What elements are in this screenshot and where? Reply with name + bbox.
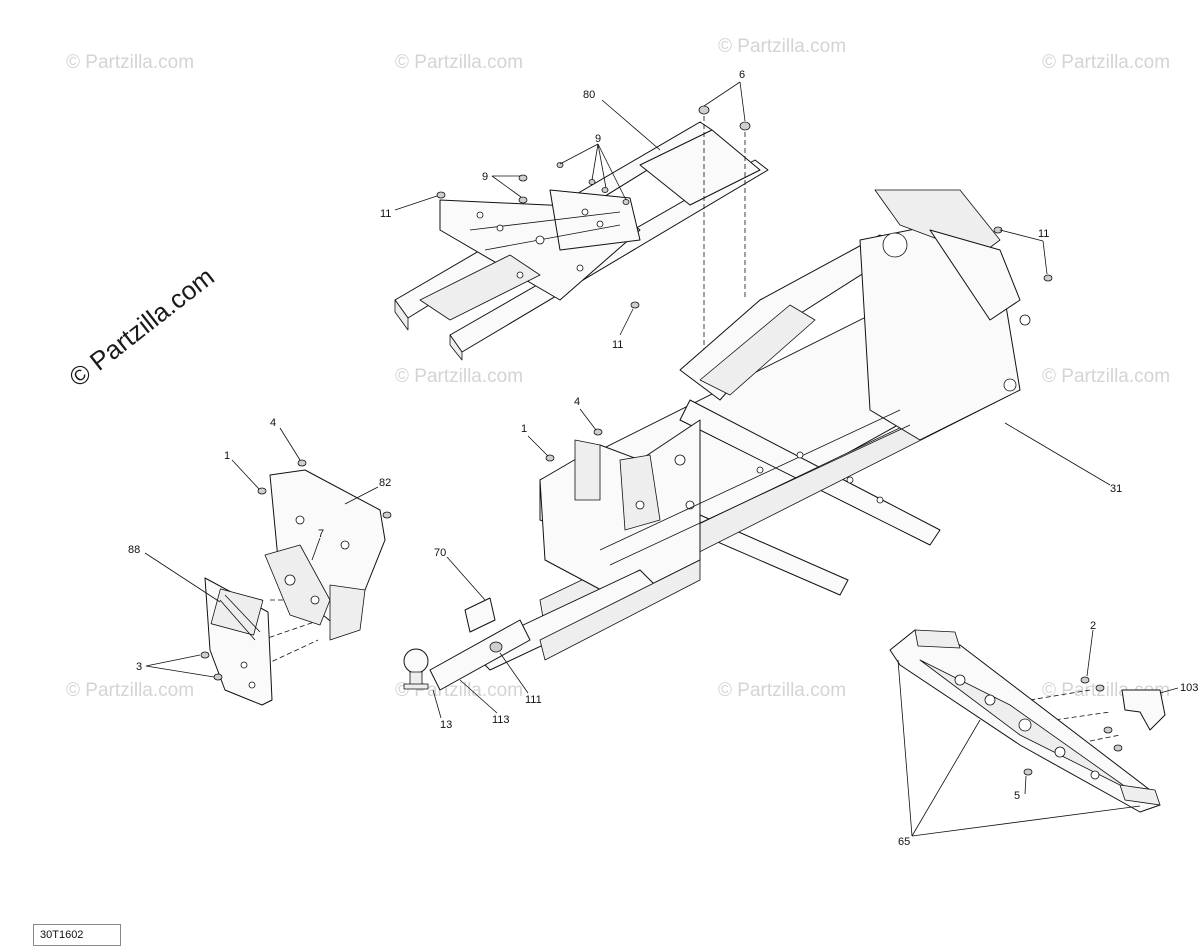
watermark: © Partzilla.com [395,52,523,73]
callout-6[interactable]: 6 [739,69,745,81]
bracket-part-103 [1023,676,1166,776]
callout-9[interactable]: 9 [595,133,601,145]
callout-31[interactable]: 31 [1110,483,1122,495]
callout-70[interactable]: 70 [434,547,446,559]
callout-82[interactable]: 82 [379,477,391,489]
watermark: © Partzilla.com [66,52,194,73]
callout-11[interactable]: 11 [612,339,623,351]
callout-7[interactable]: 7 [318,528,324,540]
cargo-frame-part-80 [394,121,769,361]
callout-2[interactable]: 2 [1090,620,1096,632]
callout-4[interactable]: 4 [270,417,276,429]
callout-1[interactable]: 1 [224,450,230,462]
callout-113[interactable]: 113 [492,714,510,726]
callout-111[interactable]: 111 [525,694,542,706]
rail-part-65 [889,629,1161,813]
callout-11[interactable]: 11 [1038,228,1049,240]
callout-103[interactable]: 103 [1180,682,1198,694]
diagram-reference-code: 30T1602 [33,924,121,946]
callout-11[interactable]: 11 [380,208,391,220]
watermark-large: © Partzilla.com [63,261,220,393]
bracket-part-82 [257,459,392,641]
callout-88[interactable]: 88 [128,544,140,556]
watermark: © Partzilla.com [1042,52,1170,73]
callout-9[interactable]: 9 [482,171,488,183]
watermark: © Partzilla.com [1042,366,1170,387]
fasteners-main [545,226,1053,462]
callout-3[interactable]: 3 [136,661,142,673]
callout-5[interactable]: 5 [1014,790,1020,802]
watermark: © Partzilla.com [395,366,523,387]
main-frame-part-31 [469,189,1031,671]
watermark: © Partzilla.com [66,680,194,701]
callout-1[interactable]: 1 [521,423,527,435]
watermark: © Partzilla.com [718,36,846,57]
callout-4[interactable]: 4 [574,396,580,408]
watermark: © Partzilla.com [718,680,846,701]
skid-plate-part-88 [200,577,273,706]
callout-13[interactable]: 13 [440,719,452,731]
leader-lines [144,81,1179,837]
hitch-assembly [403,597,531,691]
callout-65[interactable]: 65 [898,836,910,848]
callout-80[interactable]: 80 [583,89,595,101]
callouts: 80 6 9 9 11 11 11 4 1 82 7 88 3 4 1 31 7… [128,69,1198,848]
